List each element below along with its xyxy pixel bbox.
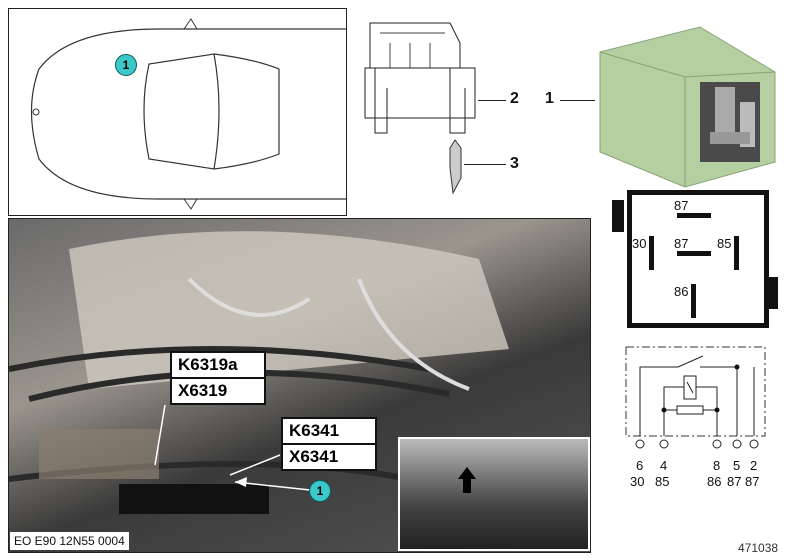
pin-label-top: 87: [674, 198, 689, 213]
part-number-3: 3: [510, 155, 519, 172]
relay-photo: [599, 26, 776, 188]
pin-label-bottom: 86: [674, 284, 689, 299]
label-k6319a: K6319a: [170, 351, 266, 379]
pin-blade-right: [734, 236, 739, 270]
schematic-term-30: 30: [630, 474, 645, 489]
leader-line-2: [478, 100, 506, 101]
pin-blade-top: [677, 213, 711, 218]
relay-socket-drawing: [364, 22, 476, 195]
pin-label-right: 85: [717, 236, 732, 251]
schematic-term-85: 85: [655, 474, 670, 489]
schematic-term-87a: 87: [727, 474, 742, 489]
relay-schematic: [625, 346, 766, 449]
location-callout: 1: [115, 54, 137, 76]
schematic-pin-4: 4: [660, 458, 668, 473]
schematic-pin-6: 6: [636, 458, 644, 473]
pin-blade-left: [649, 236, 654, 270]
leader-line-1: [560, 100, 595, 101]
up-arrow-stem: [463, 479, 471, 493]
label-x6341: X6341: [281, 443, 377, 471]
pin-layout-box: [627, 190, 769, 328]
schematic-pin-5: 5: [733, 458, 741, 473]
part-number-1: 1: [545, 90, 554, 107]
pin-layout-tab-right: [766, 277, 778, 309]
car-location-panel: 1: [8, 8, 349, 216]
label-x6319: X6319: [170, 377, 266, 405]
leader-line-3: [464, 164, 506, 165]
pin-label-left: 30: [632, 236, 647, 251]
part-number-2: 2: [510, 90, 519, 107]
diagram-id: 471038: [738, 541, 779, 555]
up-arrow-icon: [458, 467, 476, 479]
schematic-pin-2: 2: [750, 458, 758, 473]
pin-blade-bottom: [691, 284, 696, 318]
pin-label-center: 87: [674, 236, 689, 251]
photo-detail: [9, 231, 509, 514]
schematic-term-86: 86: [707, 474, 722, 489]
photo-callout: 1: [309, 480, 331, 502]
pin-layout-tab-left: [612, 200, 624, 232]
photo-caption: EO E90 12N55 0004: [10, 532, 129, 550]
schematic-term-87b: 87: [745, 474, 760, 489]
car-outline: [30, 18, 349, 210]
pointer-lines: [154, 404, 311, 491]
pin-blade-center: [677, 251, 711, 256]
engine-bay-inset: [398, 437, 590, 551]
schematic-pin-8: 8: [713, 458, 721, 473]
